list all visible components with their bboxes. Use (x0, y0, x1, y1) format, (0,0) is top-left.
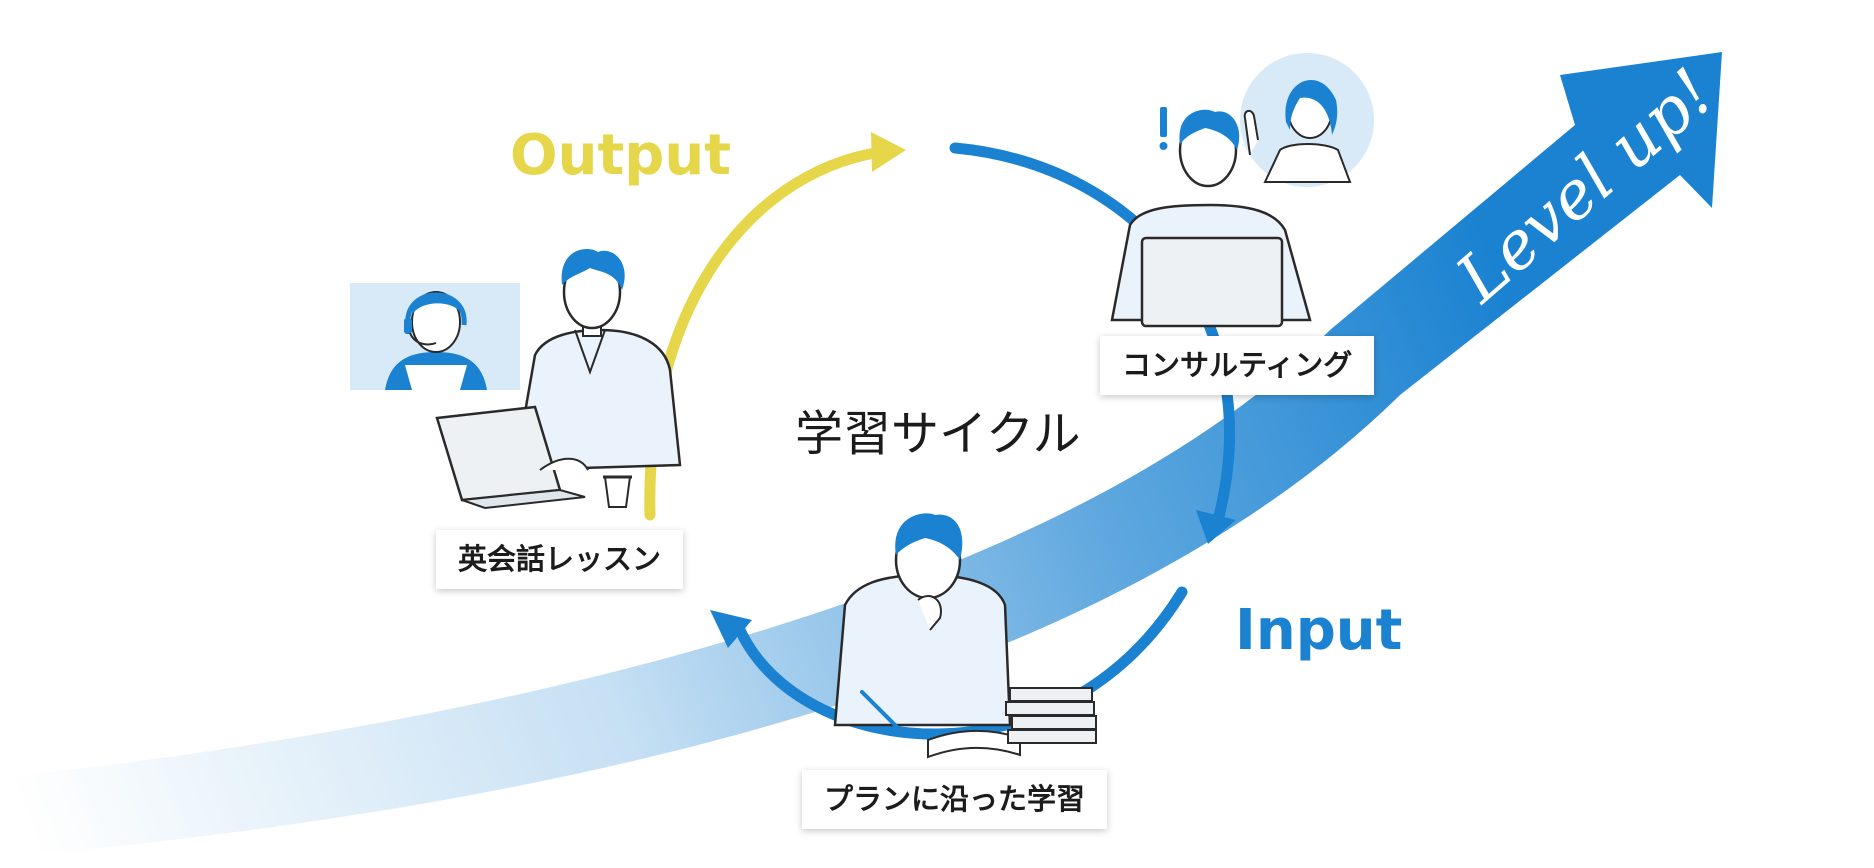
books-icon (1005, 687, 1097, 744)
output-arrowhead (871, 132, 906, 172)
step-tag-lesson: 英会話レッスン (436, 530, 684, 589)
lesson-illustration (350, 248, 682, 510)
consulting-illustration (1110, 53, 1374, 328)
input-arrowhead-lower (710, 610, 752, 648)
pen-icon (860, 690, 902, 732)
step-tag-consulting: コンサルティング (1100, 336, 1375, 395)
step-tag-study: プランに沿った学習 (802, 770, 1108, 829)
study-illustration (833, 513, 1097, 759)
laptop-icon (435, 405, 586, 510)
pointing-woman-icon (1243, 80, 1352, 183)
notebook-icon (927, 729, 1021, 759)
coffee-cup-icon (603, 475, 632, 508)
input-arrowhead-upper (1196, 510, 1236, 544)
output-label: Output (510, 123, 731, 188)
input-label: Input (1235, 598, 1403, 663)
input-cycle-arrow-lower (734, 586, 1188, 740)
headset-person-icon (385, 291, 487, 390)
center-title: 学習サイクル (795, 406, 1081, 462)
exclamation-icon (1159, 107, 1168, 150)
